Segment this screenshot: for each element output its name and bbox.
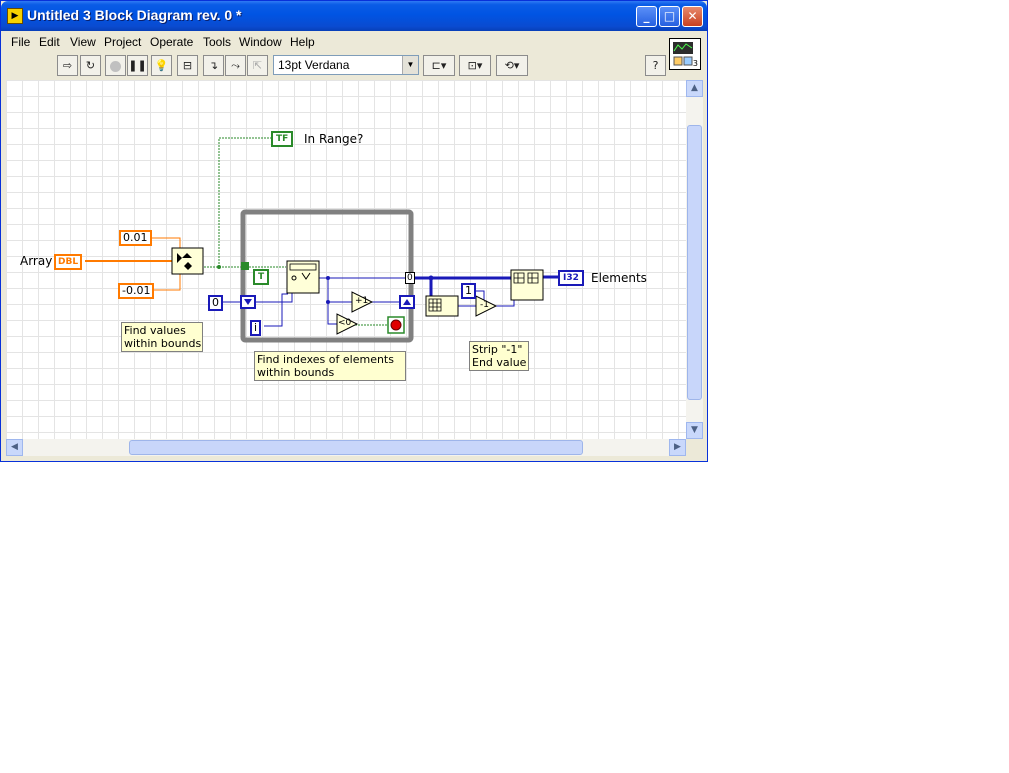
distribute-objects-icon[interactable]: ⊡▾ bbox=[459, 55, 491, 76]
run-icon[interactable]: ⇨ bbox=[57, 55, 78, 76]
increment-label: +1 bbox=[355, 296, 369, 306]
step-out-icon[interactable]: ⇱ bbox=[247, 55, 268, 76]
scroll-right-icon[interactable]: ▶ bbox=[669, 439, 686, 456]
increment-node bbox=[351, 291, 374, 313]
horizontal-scroll-thumb[interactable] bbox=[129, 440, 583, 455]
maximize-button[interactable]: □ bbox=[659, 6, 680, 27]
comment-find-values[interactable]: Find values within bounds bbox=[121, 322, 203, 352]
elements-terminal[interactable]: I32 bbox=[558, 270, 584, 286]
wire-one bbox=[474, 290, 485, 301]
in-range-terminal[interactable]: TF bbox=[271, 131, 294, 147]
elements-label: Elements bbox=[591, 271, 647, 285]
minimize-button[interactable]: _ bbox=[636, 6, 657, 27]
zero-constant[interactable]: 0 bbox=[208, 295, 223, 311]
align-objects-icon[interactable]: ⊏▾ bbox=[423, 55, 455, 76]
window-title: Untitled 3 Block Diagram rev. 0 * bbox=[27, 7, 242, 23]
block-diagram-canvas[interactable]: Array DBL 0.01 -0.01 TF In Range? T 0 i … bbox=[6, 80, 686, 439]
array-label: Array bbox=[20, 254, 53, 268]
highlight-execution-icon[interactable]: 💡 bbox=[151, 55, 172, 76]
menu-window[interactable]: Window bbox=[239, 35, 282, 49]
labview-icon[interactable]: ▶ bbox=[7, 8, 23, 24]
scroll-left-icon[interactable]: ◀ bbox=[6, 439, 23, 456]
help-icon[interactable]: ? bbox=[645, 55, 666, 76]
less-than-zero-label: <0 bbox=[338, 318, 352, 328]
comment-strip-end[interactable]: Strip "-1" End value bbox=[469, 341, 529, 371]
array-terminal[interactable]: DBL bbox=[54, 254, 83, 270]
step-into-icon[interactable]: ↴ bbox=[203, 55, 224, 76]
menu-tools[interactable]: Tools bbox=[203, 35, 232, 49]
vi-icon-graphic bbox=[673, 42, 693, 66]
wire-lower bbox=[148, 272, 181, 291]
scroll-up-icon[interactable]: ▲ bbox=[686, 80, 703, 97]
wire-in-range bbox=[204, 137, 271, 268]
toolbar: ⇨ ↻ ❚❚ 💡 ⊟ ↴ ⤳ ⇱ 13pt Verdana ▼ ⊏▾ ⊡▾ ⟲▾… bbox=[5, 53, 667, 78]
menu-file[interactable]: File bbox=[11, 35, 31, 49]
menu-view[interactable]: View bbox=[70, 35, 96, 49]
wire-search-out bbox=[319, 277, 352, 303]
block-diagram-window: ▶ Untitled 3 Block Diagram rev. 0 * _ □ … bbox=[0, 0, 708, 462]
chevron-down-icon: ▼ bbox=[402, 56, 418, 74]
iteration-terminal: i bbox=[250, 320, 262, 336]
menu-help[interactable]: Help bbox=[290, 35, 315, 49]
decrement-node bbox=[475, 295, 498, 317]
vi-icon-number: 3 bbox=[692, 59, 698, 68]
in-range-label: In Range? bbox=[304, 132, 364, 146]
pause-icon[interactable]: ❚❚ bbox=[127, 55, 148, 76]
true-constant[interactable]: T bbox=[253, 269, 270, 285]
comment-find-indexes[interactable]: Find indexes of elements within bounds bbox=[254, 351, 406, 381]
less-than-zero-node bbox=[336, 313, 359, 335]
upper-bound-constant[interactable]: 0.01 bbox=[119, 230, 152, 246]
vertical-scroll-thumb[interactable] bbox=[687, 125, 702, 400]
lower-bound-constant[interactable]: -0.01 bbox=[118, 283, 155, 299]
abort-icon[interactable] bbox=[105, 55, 126, 76]
menu-bar: File Edit View Project Operate Tools Win… bbox=[5, 32, 665, 52]
reorder-icon[interactable]: ⟲▾ bbox=[496, 55, 528, 76]
retain-wire-values-icon[interactable]: ⊟ bbox=[177, 55, 198, 76]
step-over-icon[interactable]: ⤳ bbox=[225, 55, 246, 76]
menu-operate[interactable]: Operate bbox=[150, 35, 194, 49]
font-selector[interactable]: 13pt Verdana ▼ bbox=[273, 55, 419, 75]
wires bbox=[85, 137, 558, 343]
wire-lt0 bbox=[327, 302, 337, 325]
menu-project[interactable]: Project bbox=[104, 35, 142, 49]
one-constant[interactable]: 1 bbox=[461, 283, 476, 299]
wire-upper bbox=[148, 237, 181, 251]
tunnel-value: 0 bbox=[405, 272, 415, 284]
scroll-down-icon[interactable]: ▼ bbox=[686, 422, 703, 439]
wire-iteration bbox=[264, 293, 288, 327]
in-range-node bbox=[171, 247, 204, 275]
close-button[interactable]: ✕ bbox=[682, 6, 703, 27]
vi-icon[interactable]: 3 bbox=[669, 38, 701, 70]
menu-edit[interactable]: Edit bbox=[39, 35, 60, 49]
run-continuously-icon[interactable]: ↻ bbox=[80, 55, 101, 76]
font-selector-value: 13pt Verdana bbox=[278, 58, 350, 72]
decrement-label: -1 bbox=[480, 300, 489, 310]
title-bar[interactable]: ▶ Untitled 3 Block Diagram rev. 0 * _ □ … bbox=[1, 1, 707, 31]
